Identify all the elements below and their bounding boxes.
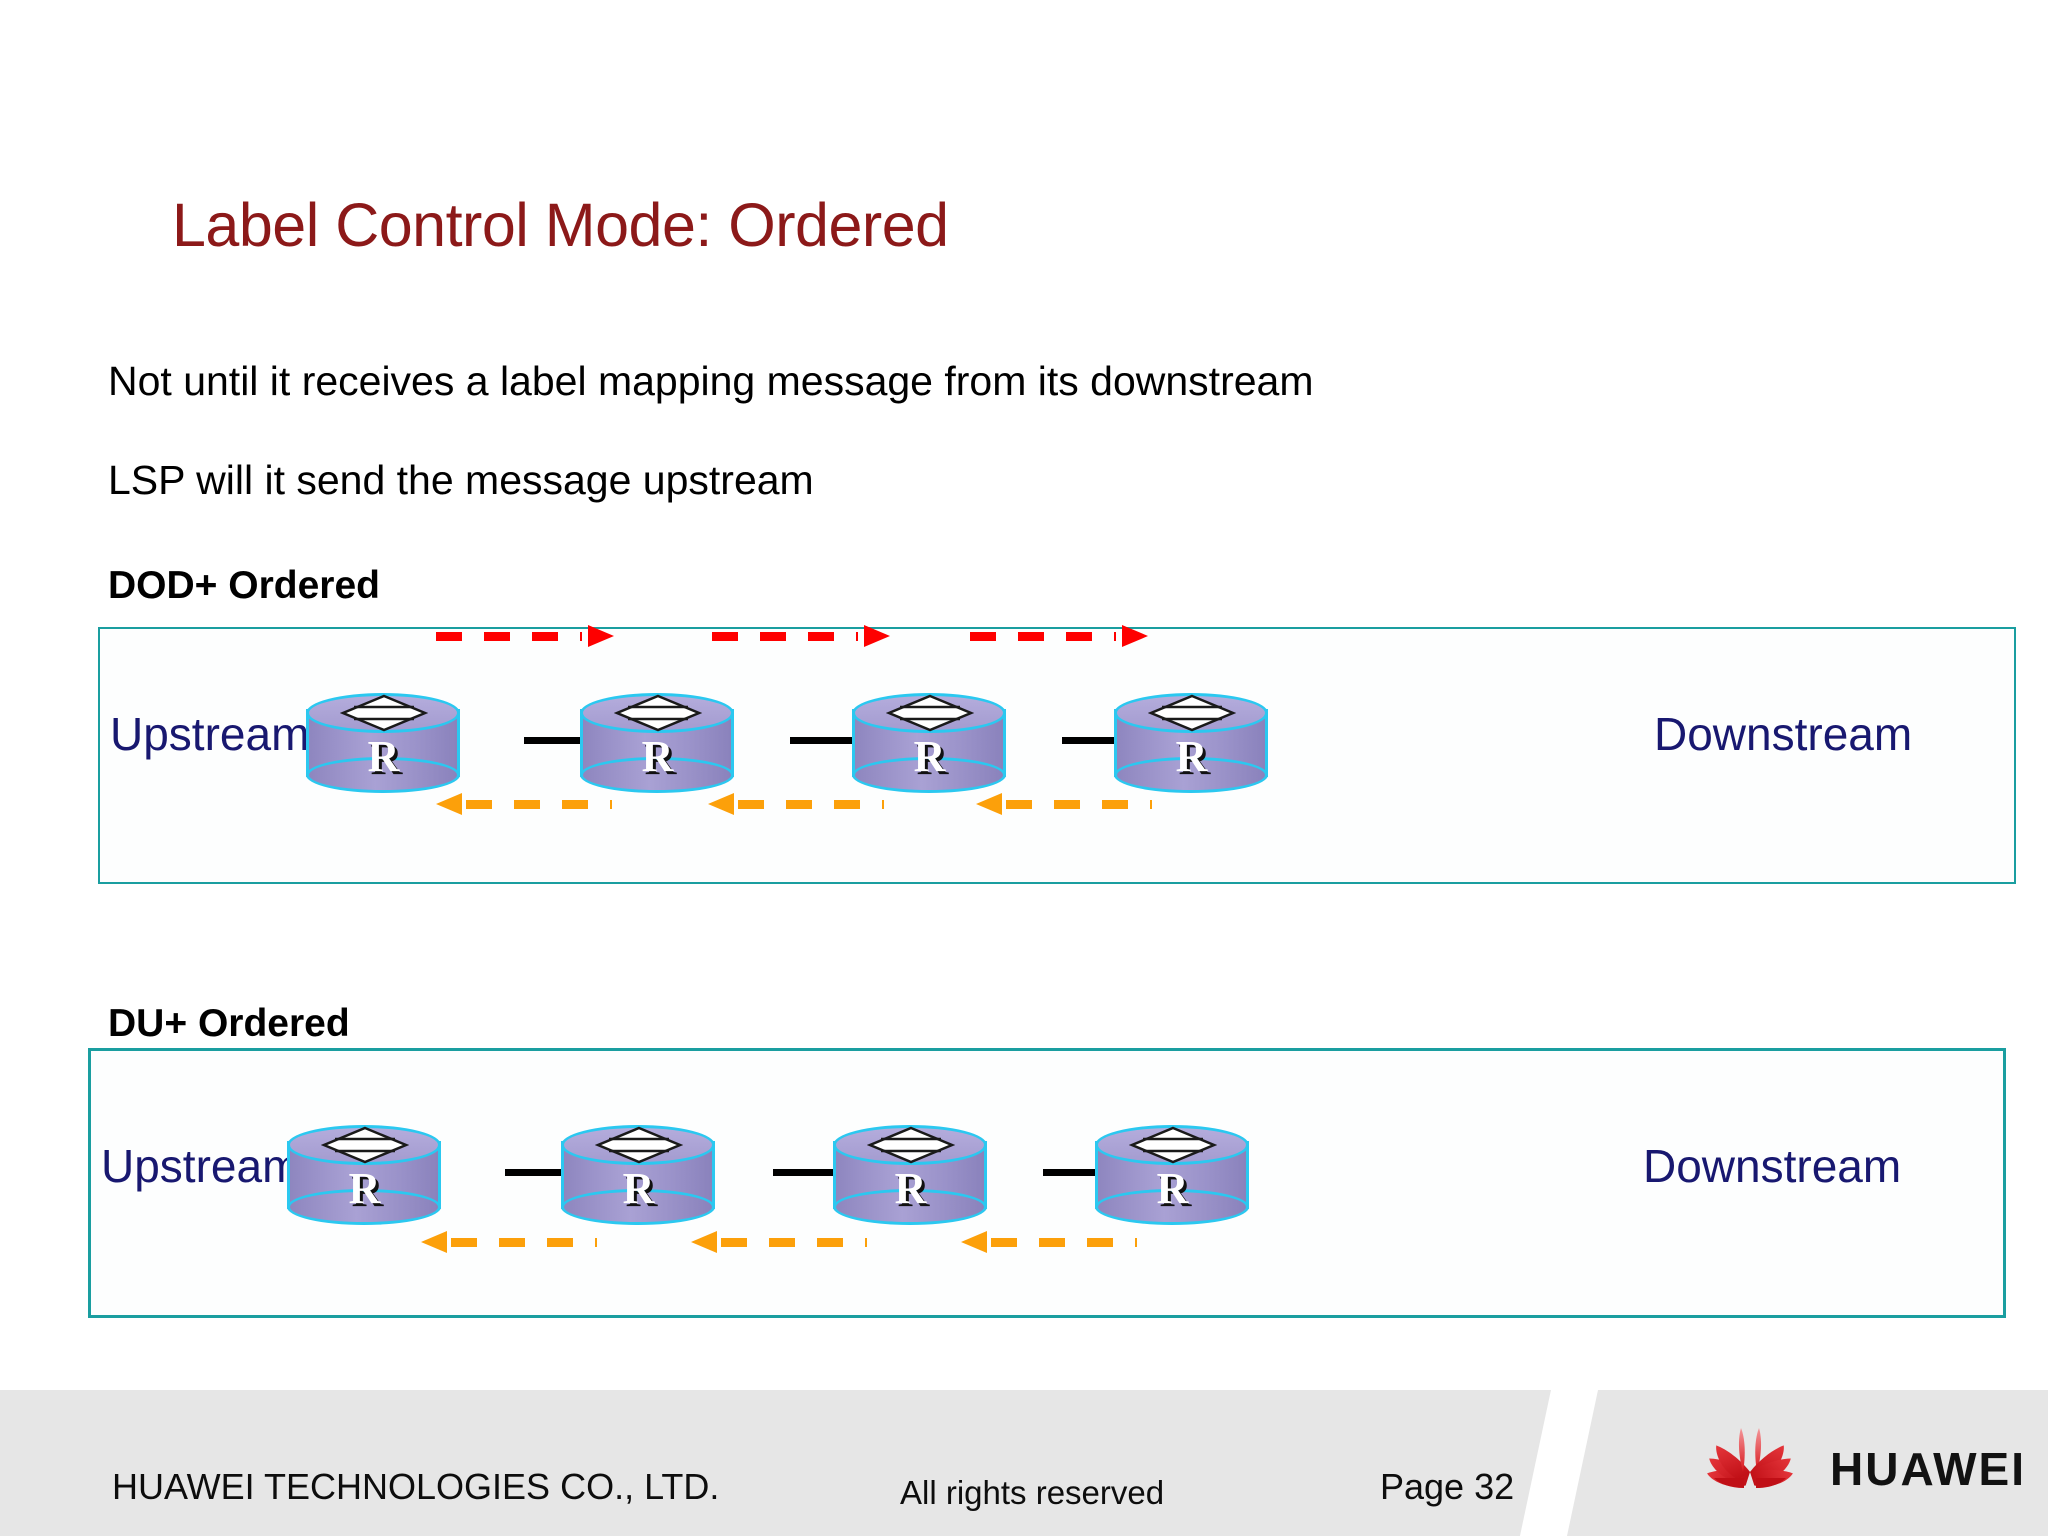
arrow-upstream-mapping-2-du [691,1231,871,1253]
router-cylinder-bottom [1095,1189,1249,1225]
section-heading-du: DU+ Ordered [108,1002,350,1045]
router-node-1-du[interactable]: R [283,1123,447,1225]
router-node-2-dod[interactable]: R [576,691,740,793]
router-diamond-icon [886,694,974,732]
huawei-logo-icon [1707,1428,1793,1488]
footer-company-name: HUAWEI TECHNOLOGIES CO., LTD. [112,1466,720,1507]
router-diamond-icon [867,1126,955,1164]
router-diamond-icon [1148,694,1236,732]
router-node-3-du[interactable]: R [829,1123,993,1225]
footer-page-number: Page 32 [1380,1466,1515,1507]
router-cylinder-bottom [287,1189,441,1225]
router-label: R [894,1164,928,1213]
arrow-upstream-mapping-2 [708,793,888,815]
router-diamond-icon [321,1126,409,1164]
arrow-downstream-request-3 [970,625,1150,647]
footer-diagonal-divider [1510,1390,1606,1536]
router-label: R [622,1164,656,1213]
body-text-line-2: LSP will it send the message upstream [108,457,814,503]
arrow-upstream-mapping-3-du [961,1231,1141,1253]
router-label: R [1156,1164,1190,1213]
router-diamond-icon [340,694,428,732]
router-label: R [641,732,675,781]
arrow-upstream-mapping-1 [436,793,616,815]
router-cylinder-bottom [580,757,734,793]
arrow-downstream-request-1 [436,625,616,647]
arrow-downstream-request-2 [712,625,892,647]
router-diamond-icon [614,694,702,732]
router-diamond-icon [1129,1126,1217,1164]
router-label: R [348,1164,382,1213]
arrow-upstream-mapping-3 [976,793,1156,815]
router-label: R [913,732,947,781]
footer-band [0,1390,2048,1536]
body-text-line-1: Not until it receives a label mapping me… [108,358,1314,404]
router-cylinder-bottom [561,1189,715,1225]
label-downstream-dod: Downstream [1654,708,1913,760]
router-node-4-du[interactable]: R [1091,1123,1255,1225]
router-node-3-dod[interactable]: R [848,691,1012,793]
label-upstream-du: Upstream [101,1140,301,1192]
label-upstream-dod: Upstream [110,708,310,760]
router-node-4-dod[interactable]: R [1110,691,1274,793]
router-node-1-dod[interactable]: R [302,691,466,793]
router-cylinder-bottom [833,1189,987,1225]
huawei-wordmark: HUAWEI [1830,1443,2026,1495]
router-cylinder-bottom [852,757,1006,793]
router-cylinder-bottom [306,757,460,793]
router-node-2-du[interactable]: R [557,1123,721,1225]
page-title: Label Control Mode: Ordered [172,191,949,259]
label-downstream-du: Downstream [1643,1140,1902,1192]
section-heading-dod: DOD+ Ordered [108,564,380,607]
arrow-upstream-mapping-1-du [421,1231,601,1253]
diagram-panel-dod: Upstream Downstream R R [98,625,2016,884]
router-label: R [1175,732,1209,781]
footer-rights-text: All rights reserved [900,1474,1165,1511]
router-label: R [367,732,401,781]
router-cylinder-bottom [1114,757,1268,793]
router-diamond-icon [595,1126,683,1164]
diagram-panel-du: Upstream Downstream R R [88,1048,2006,1318]
